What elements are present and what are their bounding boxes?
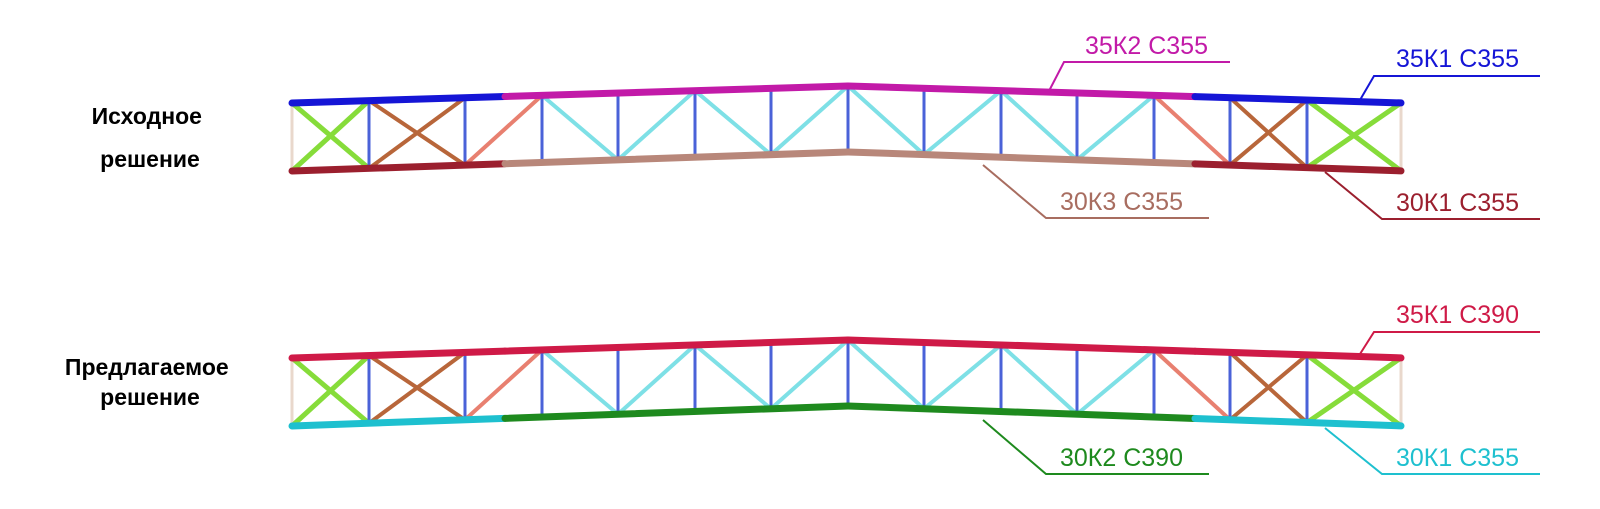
leader-35k1-c355: 35К1 С355	[1359, 45, 1540, 101]
leader-30k2-c390: 30К2 С390	[982, 419, 1209, 475]
diagonal-brace	[846, 84, 926, 157]
diagonal-brace	[616, 88, 697, 162]
diagonal-brace	[540, 347, 620, 417]
truss-proposed: Предлагаемое решение 35К1 С390 30К2 С390…	[65, 301, 1540, 475]
diagonal-brace	[463, 93, 544, 168]
cross-brace	[1228, 352, 1309, 422]
top-chord-end	[1191, 347, 1405, 362]
top-chord-end	[288, 347, 509, 362]
caption-proposed: Предлагаемое решение	[65, 354, 235, 410]
cross-brace	[1228, 98, 1309, 168]
diagonal-brace	[922, 88, 1003, 157]
diagonal-brace	[463, 347, 544, 422]
top-chord-end	[288, 92, 509, 107]
label-30k2-c390: 30К2 С390	[1060, 444, 1183, 472]
label-35k1-c390: 35К1 С390	[1396, 301, 1519, 329]
label-35k1-c355: 35К1 С355	[1396, 45, 1519, 73]
label-30k1-c355-proposed: 30К1 С355	[1396, 444, 1519, 472]
leader-35k2-c355: 35К2 С355	[1048, 32, 1230, 92]
leader-30k1-c355-proposed: 30К1 С355	[1324, 427, 1540, 475]
diagonal-brace	[922, 342, 1003, 411]
bottom-chord-end	[1191, 414, 1405, 430]
top-chord-end	[1191, 93, 1405, 107]
leader-35k1-c390: 35К1 С390	[1359, 301, 1540, 355]
truss-original-members	[288, 82, 1405, 175]
bottom-chord-end	[1191, 160, 1405, 175]
diagonal-brace	[693, 88, 773, 157]
label-30k3-c355: 30К3 С355	[1060, 188, 1183, 216]
diagonal-brace	[1075, 347, 1156, 417]
top-chord-middle	[501, 82, 852, 100]
bottom-chord-middle	[501, 402, 852, 422]
cross-brace	[367, 350, 467, 426]
cross-brace	[1304, 355, 1404, 426]
diagonal-brace	[999, 342, 1079, 417]
diagonal-brace	[769, 84, 850, 157]
caption-original-line1: Исходное	[92, 103, 202, 129]
leader-30k1-c355: 30К1 С355	[1324, 171, 1540, 220]
caption-proposed-line2: решение	[100, 384, 200, 410]
truss-proposed-members	[288, 336, 1405, 430]
diagonal-brace	[540, 93, 620, 162]
cross-brace	[289, 98, 372, 174]
diagonal-brace	[999, 88, 1079, 162]
diagonal-brace	[693, 342, 773, 411]
caption-proposed-line1: Предлагаемое	[65, 354, 229, 380]
top-chord-middle	[501, 336, 852, 355]
cross-brace	[289, 353, 372, 429]
diagonal-brace	[1152, 347, 1232, 422]
diagonal-brace	[1075, 93, 1156, 162]
caption-original: Исходное решение	[92, 103, 209, 172]
label-30k1-c355: 30К1 С355	[1396, 189, 1519, 217]
diagonal-brace	[616, 342, 697, 417]
leader-30k3-c355: 30К3 С355	[982, 164, 1209, 219]
diagonal-brace	[846, 338, 926, 411]
bottom-chord-end	[288, 414, 509, 430]
caption-original-line2: решение	[100, 146, 200, 172]
diagonal-brace	[769, 338, 850, 411]
diagonal-brace	[1152, 93, 1232, 168]
cross-brace	[367, 95, 467, 171]
top-chord-middle	[844, 336, 1199, 355]
bottom-chord-middle	[501, 148, 852, 168]
bottom-chord-end	[288, 160, 509, 175]
top-chord-middle	[844, 82, 1199, 101]
bottom-chord-middle	[844, 148, 1199, 168]
bottom-chord-middle	[844, 402, 1199, 422]
truss-original: Исходное решение 35К2 С355 35К1 С355 30К…	[92, 32, 1540, 220]
cross-brace	[1304, 100, 1404, 171]
label-35k2-c355: 35К2 С355	[1085, 32, 1208, 60]
